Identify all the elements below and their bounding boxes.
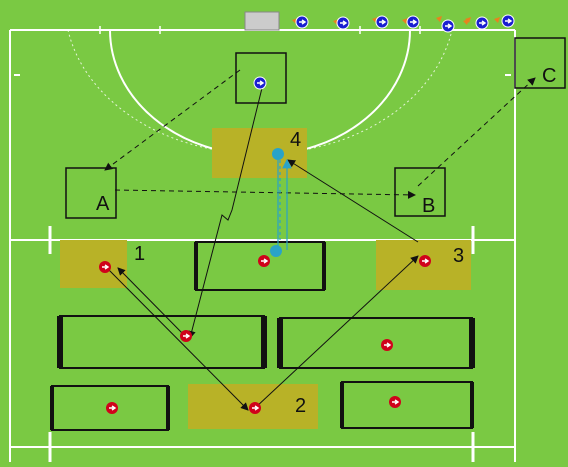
blue-player-icon: [295, 15, 309, 29]
grid-boxes: [50, 241, 475, 431]
target-boxes: [65, 37, 566, 219]
target-b-label: B: [422, 195, 435, 217]
zone-3-label: 3: [453, 245, 464, 267]
red-player-icon: [389, 396, 401, 408]
ball: [272, 148, 284, 160]
cone-marker-icon: [436, 16, 442, 22]
zone-2-label: 2: [295, 395, 306, 417]
zone-1-label: 1: [134, 243, 145, 265]
target-c-box: [514, 37, 566, 89]
cone-marker-icon: [402, 18, 408, 24]
dashed-runs: [104, 69, 536, 199]
ball: [270, 245, 282, 257]
blue-player-icon: [336, 16, 350, 30]
ball-path: [277, 158, 292, 250]
red-player-icon: [99, 261, 111, 273]
red-players: [99, 255, 431, 414]
red-player-icon: [419, 255, 431, 267]
zone-4-area: [212, 128, 307, 178]
blue-player-icon: [406, 15, 420, 29]
goal: [244, 11, 280, 31]
red-player-icon: [258, 255, 270, 267]
red-player-icon: [381, 339, 393, 351]
red-player-icon: [106, 402, 118, 414]
target-c-label: C: [542, 65, 556, 87]
blue-player-icon: [253, 76, 267, 90]
baseline-defenders: [292, 14, 515, 33]
blue-player-icon: [501, 14, 515, 28]
target-a-box: [65, 167, 117, 219]
red-player-icon: [249, 402, 261, 414]
blue-player-icon: [375, 15, 389, 29]
top-square: [235, 52, 287, 104]
cone-marker-icon: [494, 17, 500, 23]
zone-4-label: 4: [290, 129, 301, 151]
blue-player-icon: [475, 16, 489, 30]
blue-player-icon: [441, 19, 455, 33]
target-a-label: A: [96, 193, 110, 215]
zone-1-area: [60, 240, 127, 288]
target-b-box: [394, 167, 446, 217]
red-player-icon: [180, 330, 192, 342]
cone-marker-icon: [463, 19, 469, 25]
pass-lines: [106, 87, 419, 411]
labels: 1 2 3 4 A B C: [96, 65, 556, 417]
